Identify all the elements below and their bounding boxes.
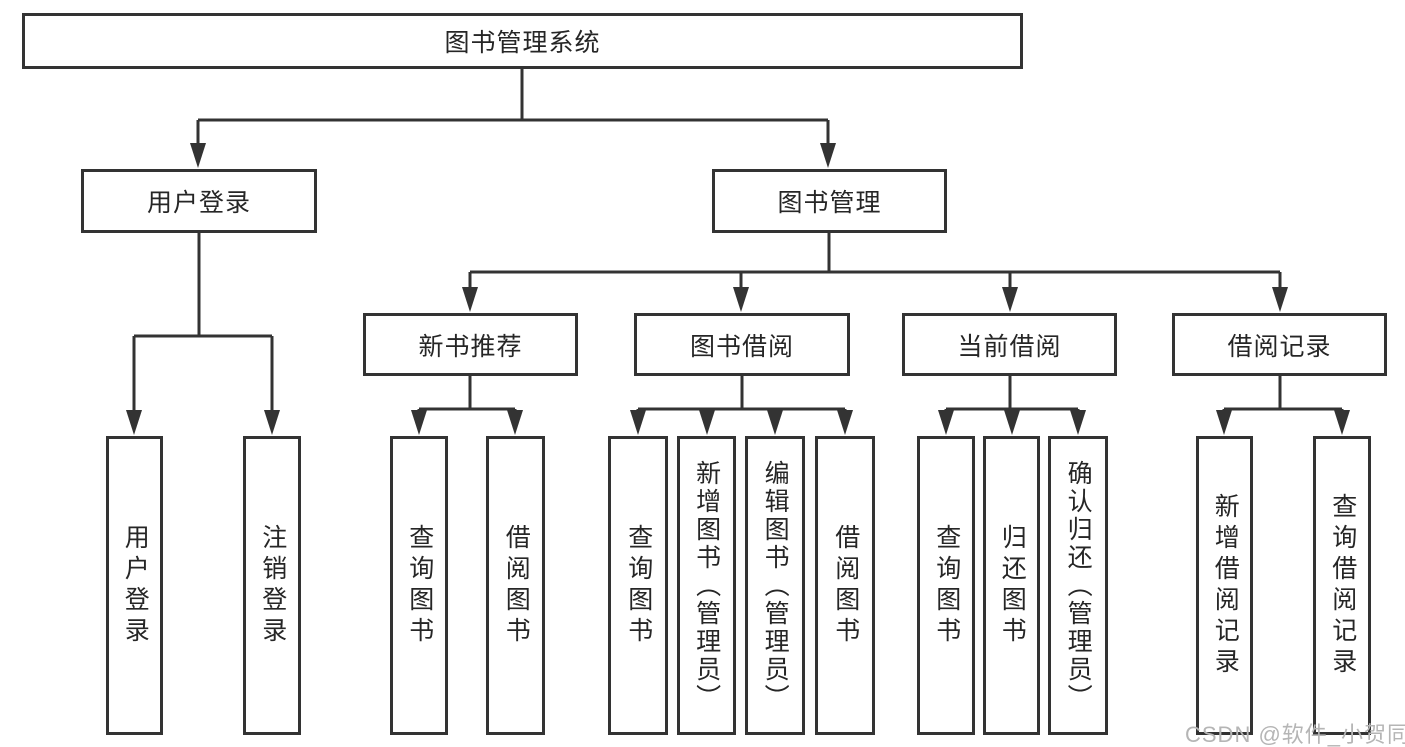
leaf-query-books-under-current: 查询图书 [917,436,975,735]
node-label: 新书推荐 [418,332,523,361]
leaf-query-books-under-new-book: 查询图书 [390,436,448,735]
leaf-add-books-admin: 新增图书（管理员） [677,436,736,735]
node-current-borrowing: 当前借阅 [902,313,1117,376]
leaf-confirm-return-admin: 确认归还（管理员） [1048,436,1108,735]
leaf-add-borrow-record: 新增借阅记录 [1196,436,1253,735]
leaf-label: 借阅图书 [502,523,531,648]
csdn-watermark: CSDN @软件_小贺同学 [1185,722,1405,747]
leaf-return-books: 归还图书 [983,436,1040,735]
leaf-label: 查询图书 [405,523,434,648]
leaf-label: 用户登录 [121,523,150,648]
leaf-label: 新增借阅记录 [1211,492,1240,679]
node-book-borrowing: 图书借阅 [634,313,850,376]
leaf-query-books-under-borrowing: 查询图书 [608,436,668,735]
leaf-label: 确认归还（管理员） [1064,459,1093,712]
node-new-book-recommendation: 新书推荐 [363,313,578,376]
leaf-label: 编辑图书（管理员） [761,459,790,712]
node-user-login: 用户登录 [81,169,317,233]
node-label: 借阅记录 [1227,332,1332,361]
leaf-label: 查询图书 [624,523,653,648]
leaf-logout: 注销登录 [243,436,301,735]
node-borrowing-records: 借阅记录 [1172,313,1387,376]
arrowheads [126,143,1350,435]
leaf-label: 查询借阅记录 [1328,492,1357,679]
leaf-edit-books-admin: 编辑图书（管理员） [745,436,805,735]
node-label: 图书管理系统 [444,29,601,57]
node-label: 图书借阅 [689,332,794,361]
node-label: 当前借阅 [957,332,1062,361]
node-label: 用户登录 [146,189,251,217]
leaf-label: 查询图书 [932,523,961,648]
leaf-borrow-books-under-new-book: 借阅图书 [486,436,545,735]
leaf-label: 归还图书 [998,523,1027,648]
leaf-label: 借阅图书 [831,523,860,648]
node-library-management-system: 图书管理系统 [22,13,1023,69]
leaf-user-login: 用户登录 [106,436,163,735]
leaf-label: 新增图书（管理员） [692,459,721,712]
node-label: 图书管理 [777,189,882,217]
leaf-borrow-books-under-borrowing: 借阅图书 [815,436,875,735]
node-book-management: 图书管理 [712,169,947,233]
leaf-label: 注销登录 [258,523,287,648]
leaf-query-borrow-record: 查询借阅记录 [1313,436,1371,735]
